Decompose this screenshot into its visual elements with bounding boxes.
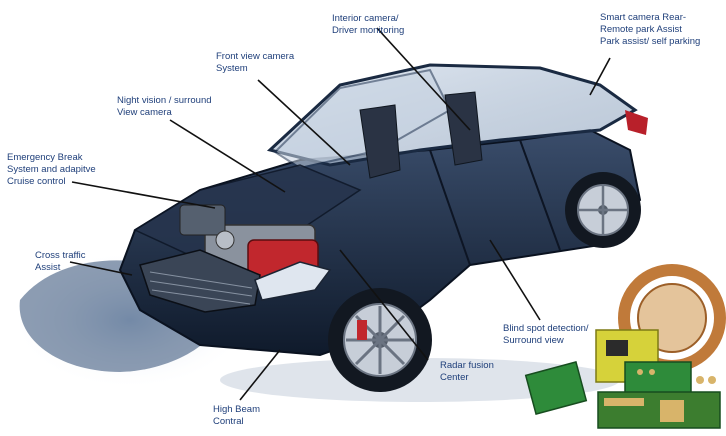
leader-high-beam bbox=[239, 349, 281, 401]
leader-blind-spot bbox=[489, 239, 541, 321]
label-night-vision: Night vision / surround View camera bbox=[117, 95, 212, 118]
label-smart-camera: Smart camera Rear- Remote park Assist Pa… bbox=[600, 12, 701, 47]
rear-wheel bbox=[565, 172, 641, 248]
leader-front-view bbox=[257, 79, 351, 166]
leader-night-vision bbox=[169, 119, 286, 193]
pcb-boards bbox=[524, 264, 726, 429]
leader-cross-traffic bbox=[69, 261, 133, 276]
label-emergency-break: Emergency Break System and adapitve Crui… bbox=[7, 152, 96, 187]
leader-smart-camera bbox=[589, 57, 611, 96]
label-cross-traffic: Cross traffic Assist bbox=[35, 250, 86, 273]
car-body bbox=[118, 63, 648, 357]
label-blind-spot: Blind spot detection/ Surround view bbox=[503, 323, 589, 346]
label-interior-camera: Interior camera/ Driver monitoring bbox=[332, 13, 405, 36]
label-radar-fusion: Radar fusion Center bbox=[440, 360, 494, 383]
leader-emergency-break bbox=[71, 181, 216, 209]
leader-radar-fusion bbox=[339, 249, 429, 361]
leader-lines bbox=[69, 27, 611, 401]
front-wheel bbox=[328, 288, 432, 392]
label-front-view-camera: Front view camera System bbox=[216, 51, 295, 74]
label-high-beam: High Beam Contral bbox=[213, 404, 260, 427]
leader-interior-camera bbox=[376, 27, 471, 131]
